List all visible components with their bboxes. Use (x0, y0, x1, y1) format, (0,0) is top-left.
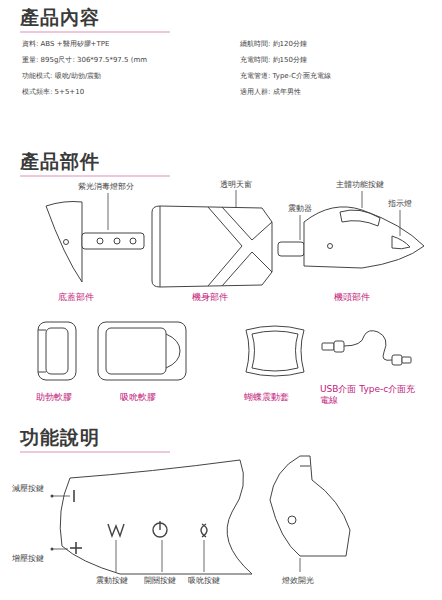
button-label: 吸吮按鍵 (188, 576, 220, 586)
spec-line: 續航時間: 約120分鐘 (240, 40, 307, 48)
leader-line (204, 540, 205, 572)
main-body (152, 206, 272, 287)
leader-line (52, 549, 68, 550)
leader-line (300, 215, 301, 240)
part-label: 指示燈 (388, 199, 412, 209)
main-body (222, 207, 272, 240)
main-body (160, 206, 161, 287)
base-cap (46, 202, 82, 283)
spec-line: 資料: ABS +醫用矽膠+TPE (22, 40, 109, 48)
control-body (60, 460, 252, 574)
head-unit (392, 236, 410, 249)
head-unit (278, 207, 424, 268)
leader-line (108, 193, 109, 230)
control-body (108, 524, 124, 536)
usb-cable (322, 343, 334, 350)
main-body (208, 207, 242, 286)
accessory-name: 吸吮軟膠 (120, 392, 156, 403)
heading-rule (20, 451, 170, 453)
section-heading: 產品部件 (20, 150, 100, 173)
leader-line (52, 496, 300, 572)
usb-cable (402, 357, 411, 363)
leader-line (236, 190, 237, 208)
product-illustration (20, 32, 424, 574)
base-cap (64, 240, 69, 245)
accessory-name: 助勃軟膠 (36, 392, 72, 403)
erection-sleeve (38, 322, 76, 380)
leader-line (400, 210, 401, 236)
butterfly-sleeve (246, 326, 304, 376)
leader-dot (51, 495, 54, 498)
control-body (159, 521, 160, 530)
base-cap (46, 202, 144, 283)
button-label: 震動按鍵 (96, 576, 128, 586)
part-label: 紫光消毒燈部分 (78, 182, 134, 192)
base-cap (130, 238, 136, 244)
head-side-view (300, 466, 310, 467)
head-side-view (288, 516, 296, 524)
head-unit (328, 244, 333, 249)
leader-line (162, 540, 163, 572)
leader-dot (51, 548, 54, 551)
spec-line: 適用人群: 成年男性 (240, 88, 301, 96)
button-label: 增壓按鍵 (12, 554, 44, 564)
button-label: 開關按鍵 (144, 576, 176, 586)
base-cap (82, 233, 144, 249)
control-body (60, 460, 252, 574)
control-body (75, 542, 77, 554)
button-label: 燈效開光 (282, 576, 314, 586)
leader-line (362, 191, 363, 208)
part-label: 透明天窗 (220, 180, 252, 190)
usb-cable (344, 331, 392, 361)
head-side-view (270, 456, 350, 556)
butterfly-sleeve (252, 331, 298, 371)
main-body (152, 206, 272, 287)
main-body (222, 252, 272, 286)
base-cap (114, 238, 120, 244)
control-body (201, 524, 207, 537)
usb-cable (334, 341, 344, 352)
page-heading: 產品內容 (20, 6, 100, 29)
assembly-name: 底蓋部件 (58, 292, 94, 303)
base-cap (97, 238, 103, 244)
head-unit (278, 242, 304, 256)
accessory-name: USB介面 Type-c介面充電線 (320, 384, 416, 406)
part-label: 主體功能按鍵 (336, 180, 384, 190)
head-unit (340, 210, 380, 226)
erection-sleeve (38, 372, 46, 373)
assembly-name: 機頭部件 (334, 292, 370, 303)
spec-line: 充電管道: Type-C介面充電線 (240, 72, 331, 80)
leader-line (300, 558, 301, 572)
usb-cable (322, 331, 411, 365)
leader-line (116, 540, 117, 572)
butterfly-sleeve (246, 326, 304, 376)
suction-sleeve (106, 328, 166, 374)
leader-dot (51, 495, 54, 551)
heading-rule (20, 31, 170, 33)
head-side-view (270, 456, 350, 556)
head-unit (304, 207, 424, 268)
suction-sleeve (98, 322, 186, 380)
usb-cable (392, 355, 402, 365)
suction-sleeve (98, 322, 186, 380)
spec-line: 功能模式: 吸吮/助勃/震動 (22, 72, 101, 80)
part-label: 震動器 (288, 204, 312, 214)
leader-line (52, 496, 70, 497)
section-heading: 功能說明 (20, 426, 100, 449)
erection-sleeve (38, 330, 46, 331)
suction-sleeve (166, 334, 180, 368)
spec-line: 模式頻率: 5+5+10 (22, 88, 84, 96)
heading-rule (20, 175, 170, 177)
accessory-name: 蝴蝶震動套 (244, 392, 289, 403)
erection-sleeve (38, 322, 76, 380)
leader-line (108, 190, 400, 240)
spec-line: 重量: 895g尺寸: 306*97.5*97.5 (mm (22, 56, 147, 64)
control-body (73, 490, 75, 502)
button-label: 減壓按鍵 (12, 484, 44, 494)
assembly-name: 機身部件 (192, 292, 228, 303)
erection-sleeve (46, 328, 68, 374)
spec-line: 充電時間: 約150分鐘 (240, 56, 307, 64)
